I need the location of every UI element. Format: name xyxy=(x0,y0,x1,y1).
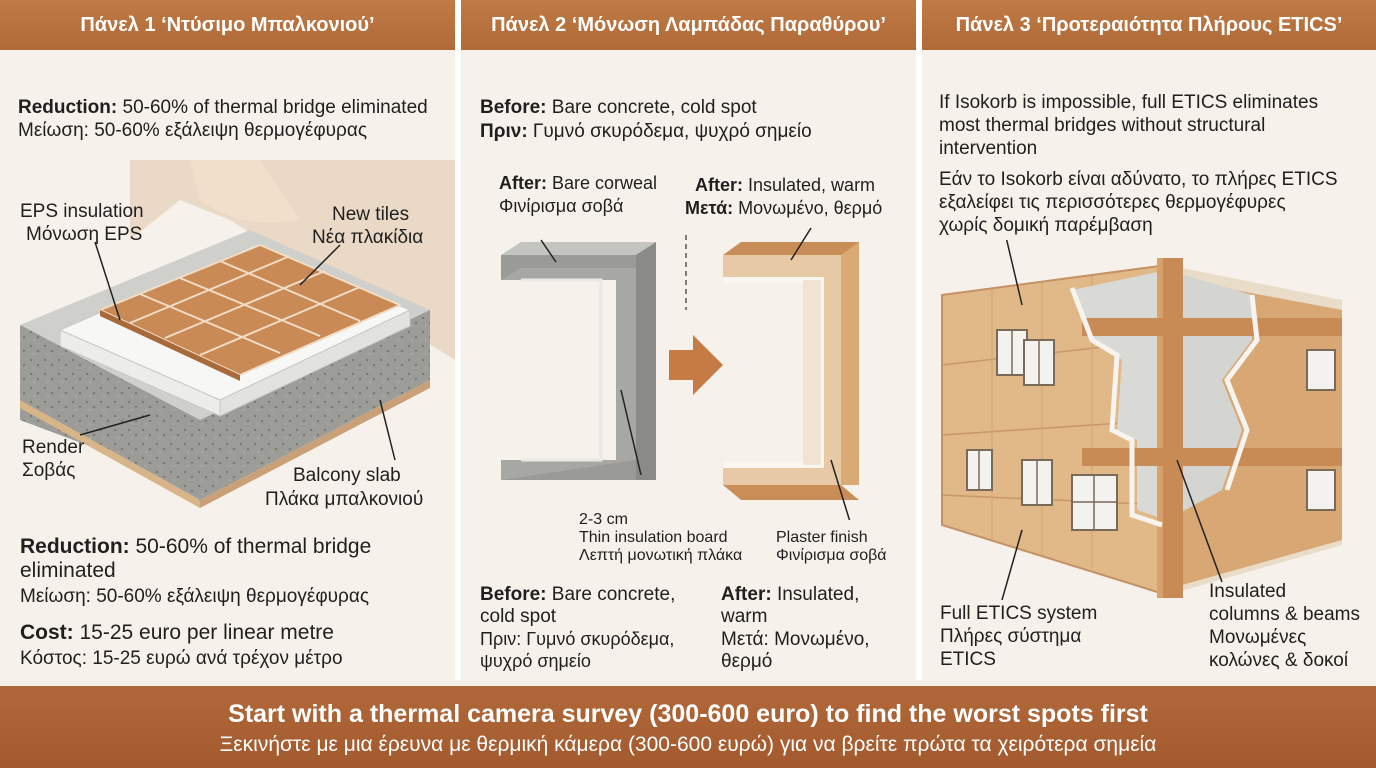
panel-divider xyxy=(916,0,922,680)
panel-full-etics: Πάνελ 3 ‘Προτεραιότητα Πλήρους ETICS’ If… xyxy=(922,0,1376,680)
full-etics-label-greek: Πλήρες σύστημα xyxy=(940,626,1082,647)
new-tiles-label: New tiles xyxy=(332,204,410,225)
building-etics-illustration xyxy=(941,240,1342,600)
balcony-slab-label: Balcony slab xyxy=(293,465,401,486)
panel3-text-1: If Isokorb is impossible, full ETICS eli… xyxy=(939,92,1319,113)
new-tiles-label-greek: Νέα πλακίδια xyxy=(312,227,424,248)
panel1-reduction-greek: Μείωση: 50-60% εξάλειψη θερμογέφυρας xyxy=(20,586,369,607)
after-left-greek: Φινίρισμα σοβά xyxy=(499,196,624,216)
panel3-greek-3: χωρίς δομική παρέμβαση xyxy=(939,215,1153,236)
after-right-greek: Μετά: Μονωμένο, θερμό xyxy=(685,198,883,218)
after-left-label: After: Bare corweal xyxy=(499,173,658,193)
panel2-before-greek: Πριν: Γυμνό σκυρόδεμα, ψυχρό σημείο xyxy=(480,121,812,142)
render-label: Render xyxy=(22,437,85,458)
render-label-greek: Σοβάς xyxy=(22,460,76,481)
full-etics-label-greek-cont: ETICS xyxy=(940,649,996,670)
board-label-greek: Λεπτή μονωτική πλάκα xyxy=(579,547,743,564)
eps-insulation-label-greek: Μόνωση EPS xyxy=(26,224,143,245)
panel3-title: Πάνελ 3 ‘Προτεραιότητα Πλήρους ETICS’ xyxy=(922,0,1376,50)
panel2-title: Πάνελ 2 ‘Μόνωση Λαμπάδας Παραθύρου’ xyxy=(461,0,916,50)
panel-divider xyxy=(455,0,461,680)
after-right-label: After: Insulated, warm xyxy=(695,175,876,195)
insulated-columns-label: Insulated xyxy=(1209,581,1287,602)
footer-tip-greek: Ξεκινήστε με μια έρευνα με θερμική κάμερ… xyxy=(219,733,1157,756)
panel2-before: Before: Bare concrete, cold spot xyxy=(480,97,757,118)
board-thickness: 2-3 cm xyxy=(579,511,628,528)
panel3-text-2: most thermal bridges without structural xyxy=(939,115,1266,136)
board-label: Thin insulation board xyxy=(579,529,728,546)
plaster-label-greek: Φινίρισμα σοβά xyxy=(776,547,887,564)
plaster-label: Plaster finish xyxy=(776,529,868,546)
window-reveal-illustration xyxy=(501,227,859,520)
panel1-cost: Cost: 15-25 euro per linear metre xyxy=(20,621,334,644)
panel3-greek-2: εξαλείφει τις περισσότερες θερμογέφυρες xyxy=(939,192,1286,213)
panel2-bottom-before-greek: Πριν: Γυμνό σκυρόδεμα, xyxy=(480,629,675,649)
insulated-columns-label-greek-cont: κολώνες & δοκοί xyxy=(1209,650,1349,671)
panel2-bottom-after-cont: warm xyxy=(721,606,768,627)
panel1-reduction: Reduction: 50-60% of thermal bridge xyxy=(20,535,372,558)
panel2-bottom-before-greek-cont: ψυχρό σημείο xyxy=(480,651,591,671)
panel-window-reveal: Πάνελ 2 ‘Μόνωση Λαμπάδας Παραθύρου’ Befo… xyxy=(461,0,916,680)
insulated-columns-label-cont: columns & beams xyxy=(1209,604,1361,625)
panel1-top-reduction: Reduction: 50-60% of thermal bridge elim… xyxy=(18,97,428,118)
panel1-top-reduction-greek: Μείωση: 50-60% εξάλειψη θερμογέφυρας xyxy=(18,120,367,141)
panel2-bottom-after: After: Insulated, xyxy=(721,584,860,605)
panel3-greek-1: Εάν το Isokorb είναι αδύνατο, το πλήρες … xyxy=(939,169,1338,190)
panel1-cost-greek: Κόστος: 15-25 ευρώ ανά τρέχον μέτρο xyxy=(20,648,343,669)
footer-tip: Start with a thermal camera survey (300-… xyxy=(228,700,1148,728)
panel1-title: Πάνελ 1 ‘Ντύσιμο Μπαλκονιού’ xyxy=(0,0,455,50)
panel2-bottom-after-greek: Μετά: Μονωμένο, xyxy=(721,629,870,650)
panel1-reduction-cont: eliminated xyxy=(20,559,116,582)
insulated-columns-label-greek: Μονωμένες xyxy=(1209,627,1307,648)
full-etics-label: Full ETICS system xyxy=(940,603,1098,624)
balcony-slab-illustration xyxy=(20,160,455,508)
panel-balcony-cladding: Πάνελ 1 ‘Ντύσιμο Μπαλκονιού’ Reduction: … xyxy=(0,0,455,680)
panel2-bottom-before-cont: cold spot xyxy=(480,606,557,627)
panel3-text-3: intervention xyxy=(939,138,1038,159)
footer-banner: Start with a thermal camera survey (300-… xyxy=(0,686,1376,768)
balcony-slab-label-greek: Πλάκα μπαλκονιού xyxy=(265,489,424,510)
eps-insulation-label: EPS insulation xyxy=(20,201,144,222)
panel2-bottom-after-greek-cont: θερμό xyxy=(721,651,773,672)
panel2-bottom-before: Before: Bare concrete, xyxy=(480,584,676,605)
